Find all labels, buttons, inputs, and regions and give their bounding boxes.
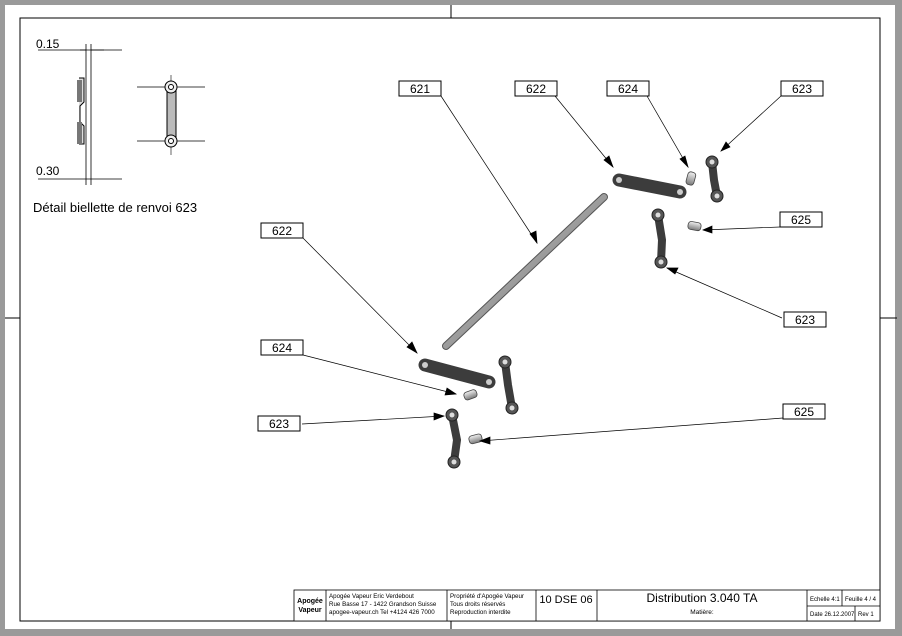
logo-line1: Apogée — [297, 598, 323, 605]
detail-view — [38, 44, 205, 185]
rights-line1: Propriété d'Apogée Vapeur — [450, 593, 524, 600]
part-625-pin-upper — [687, 221, 702, 232]
callout-624-lower-label: 624 — [272, 341, 292, 355]
company-line1: Apogée Vapeur Eric Verdebout — [329, 593, 414, 600]
drawing-number: 10 DSE 06 — [539, 594, 592, 606]
part-625-pin-lower — [468, 433, 483, 445]
part-621-rod — [442, 193, 608, 350]
callout-623-mid: 623 — [783, 311, 827, 328]
part-623-link-lower-left — [445, 408, 462, 469]
callout-625-upper-label: 625 — [791, 213, 811, 227]
sheet-label: Feuille 4 / 4 — [845, 597, 877, 603]
callout-623-lower: 623 — [257, 415, 301, 432]
callout-625-lower-label: 625 — [794, 405, 814, 419]
callout-624-upper: 624 — [606, 80, 650, 97]
callout-621: 621 — [398, 80, 442, 97]
leader-lines — [300, 95, 784, 445]
callout-625-upper: 625 — [779, 211, 823, 228]
part-624-pin-lower — [463, 389, 478, 401]
rights-line3: Reproduction interdite — [450, 609, 511, 616]
frame-center-marks — [5, 5, 897, 629]
date-label: Date 26.12.2007 — [810, 612, 855, 618]
detail-dim-top: 0.15 — [36, 37, 60, 51]
callout-624-lower: 624 — [260, 339, 304, 356]
part-622-lever-lower — [418, 358, 496, 389]
scale-label: Echelle 4:1 — [810, 597, 840, 603]
paper-background — [5, 5, 895, 629]
part-622-lever-upper — [612, 173, 687, 199]
callout-623-upper: 623 — [780, 80, 824, 97]
callout-623-lower-label: 623 — [269, 417, 289, 431]
part-623-link-mid-right — [651, 208, 668, 269]
callout-622-lower: 622 — [260, 222, 304, 239]
logo-line2: Vapeur — [298, 607, 322, 614]
part-623-link-upper-right — [705, 155, 724, 203]
company-line2: Rue Basse 17 - 1422 Grandson Suisse — [329, 601, 437, 608]
callout-625-lower: 625 — [782, 403, 826, 420]
callout-623-mid-label: 623 — [795, 313, 815, 327]
part-624-pin-upper — [685, 171, 697, 186]
title-block — [293, 589, 881, 622]
rights-line2: Tous droits réservés — [450, 601, 505, 608]
drawing-title: Distribution 3.040 TA — [647, 591, 758, 605]
callout-623-upper-label: 623 — [792, 82, 812, 96]
detail-caption: Détail biellette de renvoi 623 — [33, 200, 197, 215]
callout-621-label: 621 — [410, 82, 430, 96]
detail-dim-bottom: 0.30 — [36, 164, 60, 178]
part-623-link-lower-center — [498, 355, 519, 415]
callout-622-upper: 622 — [514, 80, 558, 97]
title-block-logo: Apogée Vapeur — [297, 598, 323, 614]
callout-622-lower-label: 622 — [272, 224, 292, 238]
material-label: Matière: — [690, 609, 714, 616]
callout-622-upper-label: 622 — [526, 82, 546, 96]
callout-624-upper-label: 624 — [618, 82, 638, 96]
company-line3: apogee-vapeur.ch Tel +4124 426 7000 — [329, 609, 435, 616]
revision-label: Rev 1 — [858, 612, 874, 618]
